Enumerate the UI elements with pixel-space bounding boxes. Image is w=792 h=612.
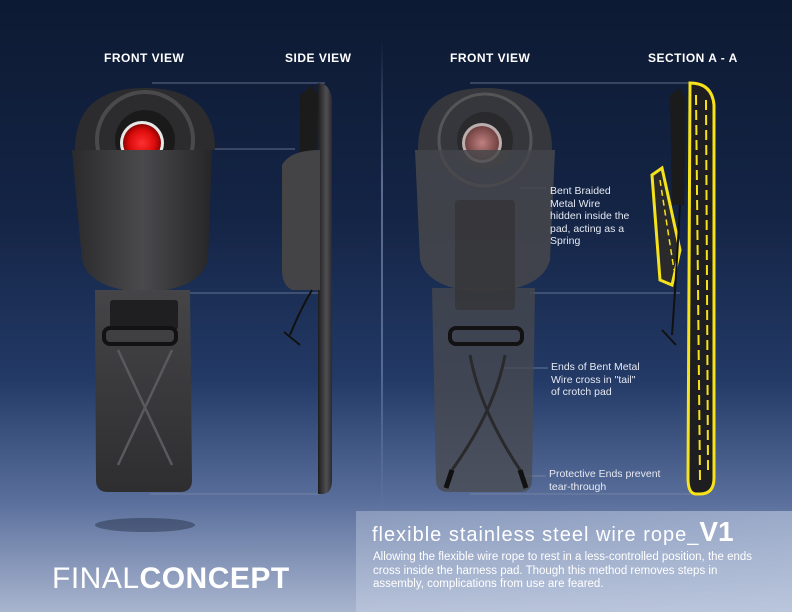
section-view-label: SECTION A - A [648,51,738,65]
front-view-label: FRONT VIEW [104,51,185,65]
side-view-label: SIDE VIEW [285,51,352,65]
front-view-device [72,88,215,532]
protective-ends-annotation: Protective Ends prevent tear-through [549,468,661,493]
front-view-transparent-device [415,88,555,492]
version-label: V1 [699,516,734,547]
front-view-label-2: FRONT VIEW [450,51,531,65]
section-a-a-device [650,81,716,496]
info-panel [356,511,792,612]
info-description: Allowing the flexible wire rope to rest … [373,551,753,590]
concept-text: CONCEPT [139,562,290,595]
info-title-text: flexible stainless steel wire rope_ [372,524,700,546]
side-view-device [282,83,332,494]
wire-ends-annotation: Ends of Bent Metal Wire cross in "tail" … [551,361,640,398]
view-divider [381,40,383,510]
spring-annotation: Bent Braided Metal Wire hidden inside th… [550,185,630,247]
final-text: FINAL [52,562,140,595]
info-title: flexible stainless steel wire rope_V1 [372,516,734,548]
final-concept-title: FINALCONCEPT [52,562,290,596]
